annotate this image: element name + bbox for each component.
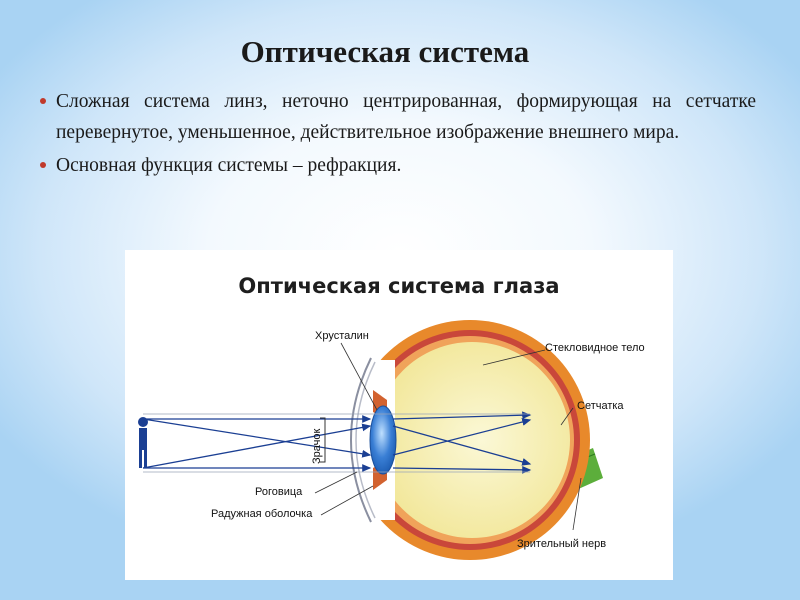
- slide-title: Оптическая система: [240, 34, 530, 69]
- bullet-list: Сложная система линз, неточно центрирова…: [40, 86, 756, 181]
- bullet-text: Основная функция системы – рефракция.: [56, 155, 402, 176]
- vitreous-body-shape: [374, 342, 570, 538]
- bullet-dot-icon: [40, 162, 46, 168]
- label-retina: Сетчатка: [577, 400, 624, 412]
- lens-shape: [369, 405, 397, 475]
- eye-optics-figure: Оптическая система глаза: [125, 250, 673, 580]
- bullet-item: Сложная система линз, неточно центрирова…: [40, 86, 756, 148]
- label-optic-nerve: Зрительный нерв: [517, 538, 607, 550]
- bullet-dot-icon: [40, 98, 46, 104]
- label-cornea: Роговица: [255, 486, 303, 498]
- bullet-item: Основная функция системы – рефракция.: [40, 150, 756, 181]
- eye-diagram: [138, 320, 603, 560]
- cornea-shape: [350, 357, 372, 523]
- bullet-text: Сложная система линз, неточно центрирова…: [56, 91, 756, 143]
- label-pupil: Зрачок: [311, 428, 323, 464]
- figure-title: Оптическая система глаза: [238, 274, 560, 298]
- label-iris: Радужная оболочка: [211, 508, 313, 520]
- label-lens: Хрусталин: [315, 330, 369, 342]
- person-figure-icon: [138, 417, 148, 468]
- label-vitreous-body: Стекловидное тело: [545, 342, 645, 354]
